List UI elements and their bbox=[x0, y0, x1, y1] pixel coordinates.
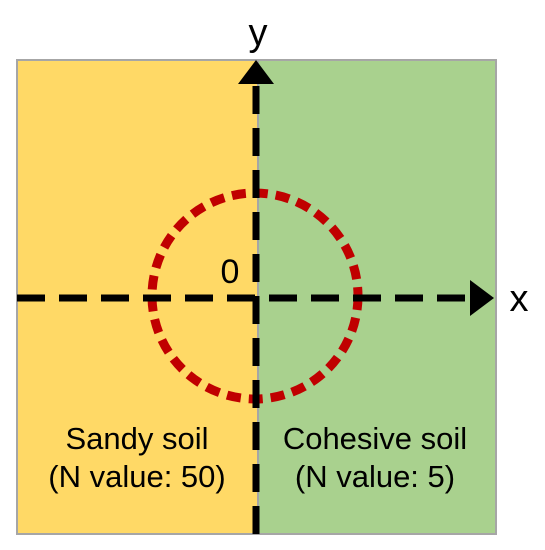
sandy-soil-n-value: (N value: 50) bbox=[48, 459, 225, 494]
sandy-soil-region bbox=[17, 60, 258, 534]
cohesive-soil-label: Cohesive soil bbox=[283, 421, 467, 456]
y-axis-label: y bbox=[249, 12, 268, 54]
arrowhead-right-icon bbox=[470, 280, 494, 316]
origin-label: 0 bbox=[221, 253, 240, 291]
x-axis-label: x bbox=[510, 278, 529, 320]
arrowhead-up-icon bbox=[238, 60, 274, 84]
sandy-soil-label: Sandy soil bbox=[65, 421, 208, 456]
cohesive-soil-n-value: (N value: 5) bbox=[295, 459, 455, 494]
